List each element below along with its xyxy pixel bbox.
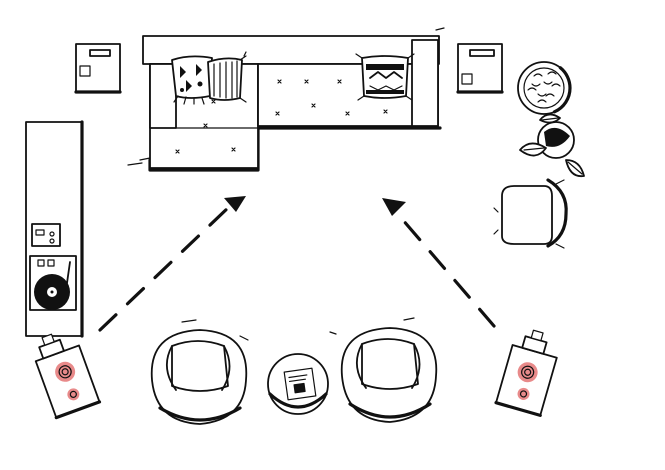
pillow-patterned bbox=[355, 53, 415, 101]
sectional-sofa bbox=[127, 27, 445, 172]
speaker-right bbox=[494, 329, 558, 417]
speaker-left bbox=[34, 333, 102, 420]
side-table-right bbox=[456, 43, 504, 94]
arrow-right bbox=[382, 198, 496, 328]
media-console bbox=[25, 120, 84, 338]
lounge-chair-right bbox=[329, 317, 438, 423]
desk-chair bbox=[493, 178, 568, 249]
lounge-chair-left bbox=[150, 319, 249, 425]
round-coffee-table bbox=[267, 353, 329, 415]
arrow-left bbox=[98, 196, 246, 332]
plant-pot-round bbox=[516, 60, 572, 116]
pillow-middle bbox=[207, 51, 247, 103]
side-table-left bbox=[74, 43, 122, 94]
pillow-left bbox=[171, 55, 213, 105]
plant-leafy bbox=[519, 113, 585, 178]
